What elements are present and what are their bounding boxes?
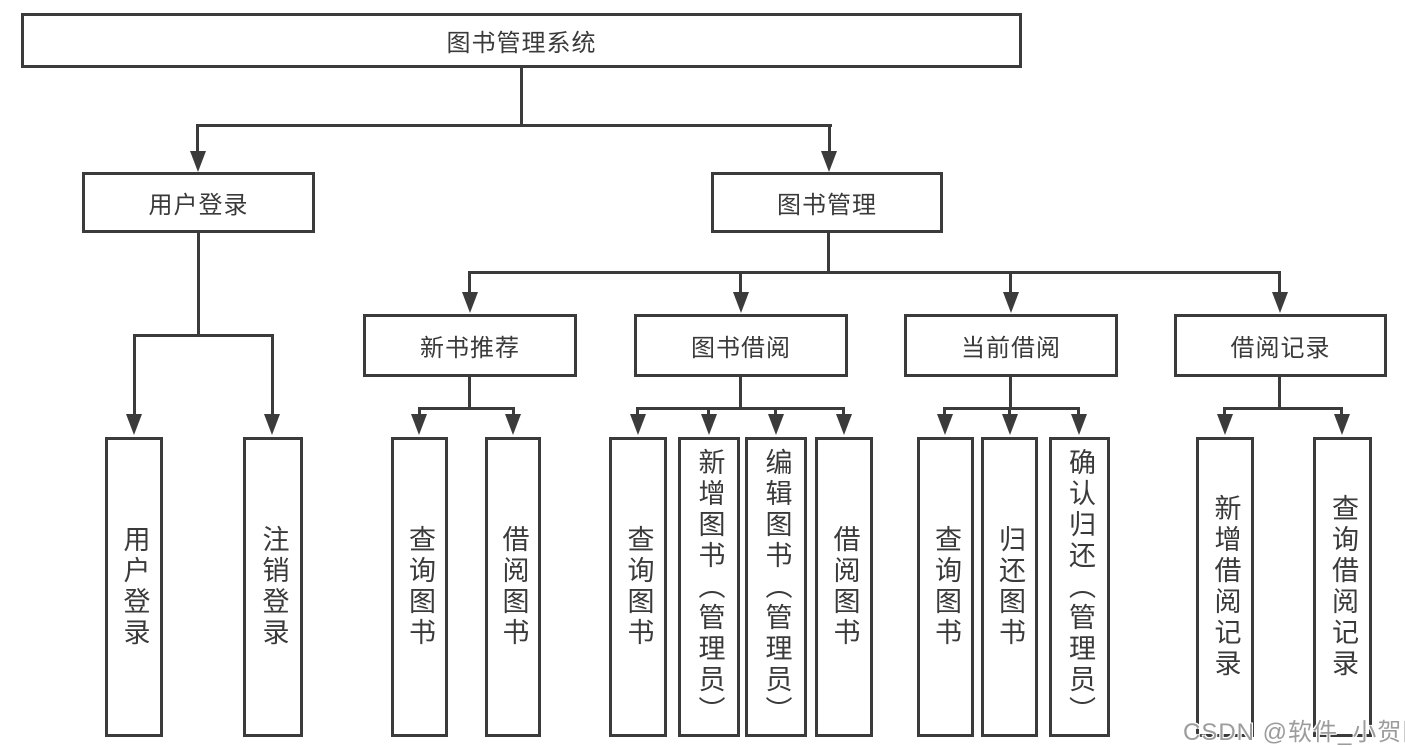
- node-book-borrow-label: 图书借阅: [691, 335, 791, 362]
- arrow-down-icon: [411, 414, 427, 435]
- connector-nbr-stem: [468, 377, 471, 410]
- connector-bookmgmt-drop-3: [1009, 271, 1012, 293]
- connector-cb-drop-2: [1008, 407, 1011, 416]
- connector-cb-bar: [944, 407, 1080, 410]
- arrow-down-icon: [190, 151, 206, 172]
- leaf-user-login: 用户登录: [105, 437, 163, 737]
- leaf-nbr-borrow-books-label: 借阅图书: [498, 525, 529, 649]
- connector-userlogin-drop-left: [133, 334, 136, 415]
- leaf-br-add-record-label: 新增借阅记录: [1210, 494, 1241, 680]
- leaf-cb-return-books-label: 归还图书: [995, 525, 1025, 649]
- connector-bookmgmt-stem: [827, 233, 830, 273]
- leaf-bb-add-books-admin-label: 新增图书（管理员）: [694, 447, 725, 727]
- connector-br-drop-1: [1223, 407, 1226, 416]
- leaf-nbr-query-books: 查询图书: [391, 437, 448, 737]
- connector-bb-drop-2: [707, 407, 710, 416]
- connector-userlogin-drop-right: [271, 334, 274, 415]
- connector-root-bar: [196, 124, 832, 127]
- leaf-bb-edit-books-admin-label: 编辑图书（管理员）: [761, 447, 792, 727]
- leaf-bb-add-books-admin: 新增图书（管理员）: [678, 437, 740, 737]
- connector-bb-drop-3: [774, 407, 777, 416]
- leaf-cb-confirm-return-admin-label: 确认归还（管理员）: [1065, 447, 1095, 727]
- arrow-down-icon: [1272, 292, 1288, 313]
- connector-root-drop-left: [196, 124, 199, 153]
- node-borrow-record-label: 借阅记录: [1230, 335, 1331, 362]
- arrow-down-icon: [1002, 414, 1018, 435]
- arrow-down-icon: [701, 414, 717, 435]
- connector-bookmgmt-drop-1: [468, 271, 471, 293]
- arrow-down-icon: [1217, 414, 1233, 435]
- leaf-cb-query-books-label: 查询图书: [931, 525, 961, 649]
- arrow-down-icon: [126, 414, 142, 435]
- arrow-down-icon: [768, 414, 784, 435]
- connector-root-stem: [520, 68, 523, 125]
- leaf-cb-confirm-return-admin: 确认归还（管理员）: [1049, 437, 1110, 737]
- leaf-logout-label: 注销登录: [258, 525, 289, 649]
- leaf-bb-query-books: 查询图书: [609, 437, 667, 737]
- connector-bookmgmt-bar: [468, 271, 1281, 274]
- arrow-down-icon: [1334, 414, 1350, 435]
- connector-userlogin-stem: [197, 233, 200, 336]
- node-user-login-label: 用户登录: [148, 192, 249, 219]
- connector-br-stem: [1278, 377, 1281, 410]
- arrow-down-icon: [630, 414, 646, 435]
- leaf-bb-borrow-books: 借阅图书: [815, 437, 873, 737]
- arrow-down-icon: [462, 292, 478, 313]
- connector-cb-drop-1: [943, 407, 946, 416]
- arrow-down-icon: [733, 292, 749, 313]
- arrow-down-icon: [937, 414, 953, 435]
- node-book-borrow: 图书借阅: [634, 314, 848, 377]
- node-new-book-recommend: 新书推荐: [363, 314, 577, 377]
- leaf-cb-query-books: 查询图书: [917, 437, 974, 737]
- leaf-br-query-record-label: 查询借阅记录: [1328, 494, 1358, 680]
- arrow-down-icon: [1071, 414, 1087, 435]
- node-book-management: 图书管理: [711, 172, 943, 233]
- node-borrow-record: 借阅记录: [1174, 314, 1387, 377]
- watermark: CSDN @软件_小贺同学: [1183, 719, 1405, 746]
- arrow-down-icon: [264, 414, 280, 435]
- node-root: 图书管理系统: [21, 13, 1022, 68]
- connector-nbr-drop-1: [418, 407, 421, 416]
- leaf-nbr-query-books-label: 查询图书: [405, 525, 435, 649]
- arrow-down-icon: [1003, 292, 1019, 313]
- connector-br-drop-2: [1340, 407, 1343, 416]
- connector-nbr-bar: [418, 407, 515, 410]
- leaf-bb-query-books-label: 查询图书: [623, 525, 654, 649]
- node-user-login: 用户登录: [82, 172, 315, 233]
- leaf-logout: 注销登录: [243, 437, 303, 737]
- connector-bookmgmt-drop-2: [739, 271, 742, 293]
- leaf-nbr-borrow-books: 借阅图书: [485, 437, 541, 737]
- connector-userlogin-bar: [133, 334, 274, 337]
- leaf-cb-return-books: 归还图书: [981, 437, 1038, 737]
- connector-br-bar: [1224, 407, 1343, 410]
- node-book-management-label: 图书管理: [777, 192, 877, 219]
- node-current-borrow: 当前借阅: [904, 314, 1118, 377]
- connector-bb-drop-4: [842, 407, 845, 416]
- connector-bb-drop-1: [636, 407, 639, 416]
- node-current-borrow-label: 当前借阅: [961, 335, 1061, 362]
- connector-nbr-drop-2: [512, 407, 515, 416]
- leaf-bb-borrow-books-label: 借阅图书: [829, 525, 860, 649]
- connector-bookmgmt-drop-4: [1278, 271, 1281, 293]
- connector-cb-stem: [1009, 377, 1012, 410]
- node-root-label: 图书管理系统: [446, 30, 597, 57]
- arrow-down-icon: [836, 414, 852, 435]
- node-new-book-recommend-label: 新书推荐: [420, 335, 520, 362]
- connector-bb-stem: [739, 377, 742, 410]
- arrow-down-icon: [505, 414, 521, 435]
- leaf-br-query-record: 查询借阅记录: [1313, 437, 1372, 737]
- leaf-bb-edit-books-admin: 编辑图书（管理员）: [745, 437, 807, 737]
- leaf-br-add-record: 新增借阅记录: [1196, 437, 1254, 737]
- connector-root-drop-right: [828, 124, 831, 153]
- connector-bb-bar: [637, 407, 845, 410]
- connector-cb-drop-3: [1077, 407, 1080, 416]
- arrow-down-icon: [821, 151, 837, 172]
- leaf-user-login-label: 用户登录: [119, 525, 150, 649]
